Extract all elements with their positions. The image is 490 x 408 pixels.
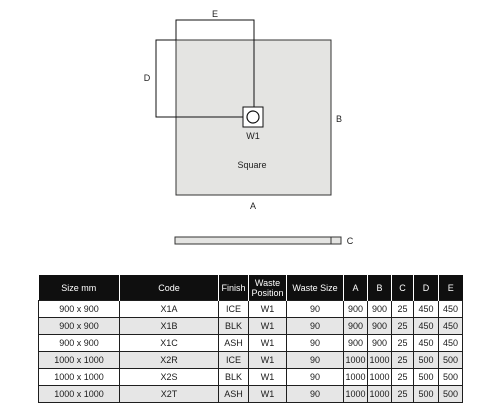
cell-c: 25 (391, 368, 414, 386)
cell-d: 500 (413, 385, 439, 403)
cell-c: 25 (391, 317, 414, 335)
cell-waste-size: 90 (286, 368, 344, 386)
table-row: 900 x 900 X1B BLK W1 90 900 900 25 450 4… (38, 317, 463, 335)
cell-finish: BLK (218, 368, 249, 386)
table-row: 1000 x 1000 X2R ICE W1 90 1000 1000 25 5… (38, 351, 463, 369)
cell-code: X2R (119, 351, 219, 369)
cell-size: 1000 x 1000 (38, 368, 120, 386)
header-finish: Finish (218, 275, 249, 301)
cell-d: 500 (413, 351, 439, 369)
cell-e: 500 (438, 351, 463, 369)
cell-d: 500 (413, 368, 439, 386)
cell-size: 900 x 900 (38, 317, 120, 335)
cell-waste-size: 90 (286, 317, 344, 335)
cell-e: 500 (438, 385, 463, 403)
tray-profile (174, 236, 342, 245)
header-code: Code (119, 275, 219, 301)
cell-b: 900 (367, 300, 392, 318)
cell-waste-position: W1 (248, 351, 287, 369)
dimension-a-label: A (250, 201, 256, 211)
cell-waste-size: 90 (286, 300, 344, 318)
cell-finish: ICE (218, 351, 249, 369)
cell-e: 450 (438, 300, 463, 318)
cell-a: 1000 (343, 351, 368, 369)
cell-finish: ASH (218, 385, 249, 403)
cell-code: X2S (119, 368, 219, 386)
spec-table: Size mm Code Finish Waste Position Waste… (38, 275, 463, 403)
table-row: 900 x 900 X1A ICE W1 90 900 900 25 450 4… (38, 300, 463, 318)
cell-waste-size: 90 (286, 351, 344, 369)
waste-outlet-icon (246, 110, 260, 124)
cell-c: 25 (391, 351, 414, 369)
cell-b: 900 (367, 334, 392, 352)
table-row: 900 x 900 X1C ASH W1 90 900 900 25 450 4… (38, 334, 463, 352)
shape-label: Square (237, 160, 266, 170)
dimension-d-label: D (144, 73, 151, 83)
dimension-e-line (175, 19, 255, 108)
dimension-b-label: B (336, 114, 342, 124)
cell-waste-position: W1 (248, 368, 287, 386)
cell-finish: ICE (218, 300, 249, 318)
cell-e: 450 (438, 334, 463, 352)
cell-size: 900 x 900 (38, 334, 120, 352)
cell-code: X1C (119, 334, 219, 352)
cell-waste-position: W1 (248, 385, 287, 403)
cell-a: 1000 (343, 385, 368, 403)
cell-waste-size: 90 (286, 334, 344, 352)
table-header-row: Size mm Code Finish Waste Position Waste… (38, 275, 463, 301)
cell-waste-size: 90 (286, 385, 344, 403)
table-row: 1000 x 1000 X2T ASH W1 90 1000 1000 25 5… (38, 385, 463, 403)
dimension-c-label: C (347, 236, 354, 246)
cell-c: 25 (391, 300, 414, 318)
table-row: 1000 x 1000 X2S BLK W1 90 1000 1000 25 5… (38, 368, 463, 386)
cell-b: 1000 (367, 385, 392, 403)
cell-a: 1000 (343, 368, 368, 386)
cell-c: 25 (391, 385, 414, 403)
tray-diagram: E D W1 Square B A C (144, 9, 354, 246)
cell-waste-position: W1 (248, 317, 287, 335)
cell-a: 900 (343, 300, 368, 318)
cell-a: 900 (343, 317, 368, 335)
cell-e: 500 (438, 368, 463, 386)
cell-code: X1B (119, 317, 219, 335)
header-size: Size mm (38, 275, 120, 301)
cell-finish: BLK (218, 317, 249, 335)
dimension-e-label: E (212, 9, 218, 19)
cell-code: X1A (119, 300, 219, 318)
header-a: A (343, 275, 368, 301)
header-d: D (413, 275, 439, 301)
cell-d: 450 (413, 334, 439, 352)
waste-label: W1 (246, 131, 260, 141)
header-c: C (391, 275, 414, 301)
header-b: B (367, 275, 392, 301)
cell-b: 1000 (367, 351, 392, 369)
cell-b: 1000 (367, 368, 392, 386)
cell-d: 450 (413, 300, 439, 318)
header-waste-position: Waste Position (248, 275, 287, 301)
cell-size: 1000 x 1000 (38, 385, 120, 403)
cell-a: 900 (343, 334, 368, 352)
cell-finish: ASH (218, 334, 249, 352)
cell-code: X2T (119, 385, 219, 403)
cell-size: 900 x 900 (38, 300, 120, 318)
cell-e: 450 (438, 317, 463, 335)
cell-waste-position: W1 (248, 300, 287, 318)
cell-c: 25 (391, 334, 414, 352)
cell-waste-position: W1 (248, 334, 287, 352)
dimension-d-line (155, 39, 243, 118)
header-e: E (438, 275, 463, 301)
cell-d: 450 (413, 317, 439, 335)
header-waste-size: Waste Size (286, 275, 344, 301)
cell-size: 1000 x 1000 (38, 351, 120, 369)
cell-b: 900 (367, 317, 392, 335)
